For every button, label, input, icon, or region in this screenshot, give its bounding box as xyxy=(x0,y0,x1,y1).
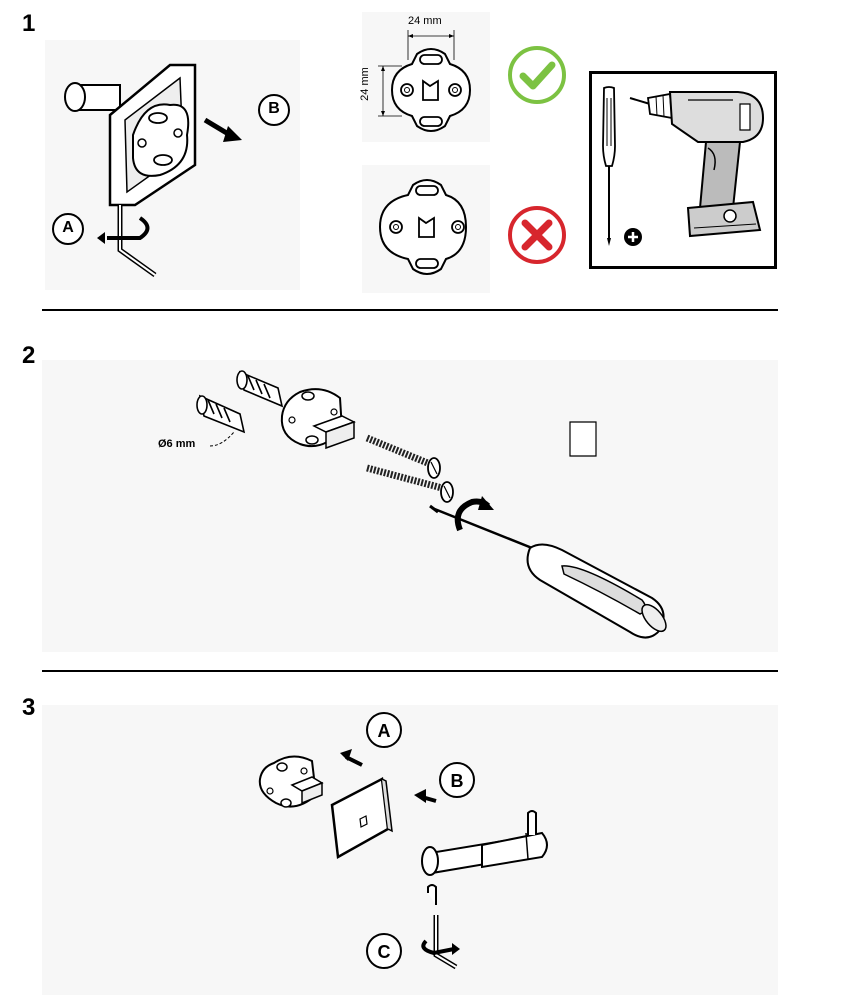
step3-panel xyxy=(42,705,778,995)
step3-label-a: A xyxy=(377,721,391,741)
wall-plug xyxy=(196,394,246,434)
step1-mount-illustration xyxy=(64,63,242,278)
plate-incorrect-diagram xyxy=(378,179,468,275)
step-number-2: 2 xyxy=(22,342,36,369)
plus-icon xyxy=(624,228,642,246)
drill-icon xyxy=(629,91,765,238)
step1-label-b: B xyxy=(268,100,280,117)
step1-label-b-circle xyxy=(258,94,290,126)
screw xyxy=(366,440,454,503)
step-number-3: 3 xyxy=(22,694,36,721)
screw xyxy=(365,434,441,479)
step3-label-b: B xyxy=(450,771,464,791)
dimension-height: 24 mm xyxy=(358,67,371,101)
step1-label-a: A xyxy=(62,219,74,236)
step3-illustration xyxy=(258,712,548,970)
cross-icon xyxy=(508,206,566,264)
dowel-diameter-label: Ø6 mm xyxy=(158,438,196,450)
step2-illustration xyxy=(196,370,667,639)
step3-label-c: C xyxy=(377,942,391,962)
section-divider xyxy=(42,670,778,672)
dimension-width: 24 mm xyxy=(408,15,442,27)
step-number-1: 1 xyxy=(22,10,36,37)
plate-correct-diagram xyxy=(378,30,472,132)
wall-plug xyxy=(236,370,284,408)
screwdriver-icon xyxy=(602,86,616,246)
step1-label-a-circle xyxy=(52,213,84,245)
check-icon xyxy=(508,46,566,104)
section-divider xyxy=(42,309,778,311)
